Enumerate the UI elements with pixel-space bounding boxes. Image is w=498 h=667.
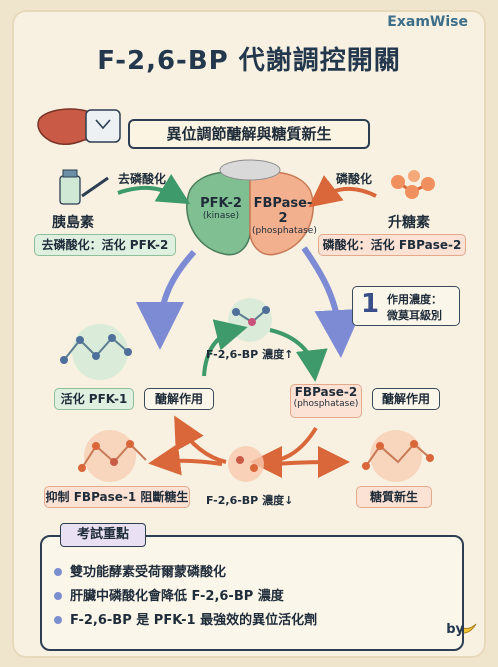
to-gluconeogenesis-arrow	[275, 446, 350, 479]
pfk2-label: PFK-2 (kinase)	[194, 196, 248, 221]
lower-cycle-arrow-right	[250, 426, 318, 478]
f26bp-low-molecule-icon	[228, 446, 264, 482]
concentration-note: 1 作用濃度： 微莫耳級別	[352, 286, 460, 326]
bullet-icon	[54, 592, 62, 600]
f26bp-molecule-icon	[228, 298, 272, 342]
upper-cycle-arrow-left	[202, 319, 248, 377]
upper-cycle-arrow-right	[269, 328, 328, 382]
insulin-effect-box: 去磷酸化：活化 PFK-2	[34, 234, 176, 256]
subtitle-box: 異位調節醣解與糖質新生	[128, 119, 370, 149]
fbpase2-lower-name: FBPase-2	[294, 385, 358, 399]
pfk2-name: PFK-2	[200, 196, 242, 211]
fbpase2-label: FBPase-2 (phosphatase)	[252, 196, 317, 236]
pfk2-to-upper-arrow	[136, 249, 197, 350]
to-inhibit-arrow	[148, 443, 223, 476]
bullet-icon	[54, 568, 62, 576]
fbpase2-name: FBPase-2	[253, 196, 313, 226]
glucagon-label: 升糖素	[388, 215, 430, 231]
bifunctional-enzyme-icon	[186, 159, 314, 256]
page-title: F-2,6-BP 代謝調控開關	[97, 46, 401, 76]
dephosphorylation-arrow	[117, 173, 191, 205]
byline: by	[446, 622, 464, 637]
glucagon-arrow-label: 磷酸化	[336, 172, 373, 186]
pfk1-molecule-icon	[60, 324, 132, 380]
fbpase1-molecule-icon	[78, 430, 147, 482]
fbpase2-lower-box: FBPase-2 (phosphatase)	[290, 384, 362, 418]
exam-item: 肝臟中磷酸化會降低 F-2,6-BP 濃度	[70, 589, 284, 604]
exam-points-title: 考試重點	[60, 523, 146, 547]
f26bp-low-label: F-2,6-BP 濃度↓	[206, 494, 294, 507]
note-line2: 微莫耳級別	[387, 309, 442, 322]
lower-cycle-arrow-left	[174, 415, 227, 464]
bullet-icon	[54, 616, 62, 624]
insulin-vial-icon	[59, 169, 109, 205]
brand-label: ExamWise	[387, 14, 468, 30]
gluconeogenesis-box: 糖質新生	[356, 486, 432, 508]
note-number: 1	[361, 289, 380, 319]
exam-points-panel	[40, 535, 464, 651]
fbpase2-lower-sub: (phosphatase)	[293, 399, 359, 409]
glucose-molecule-icon	[362, 430, 434, 482]
fbpase2-to-lower-arrow	[301, 246, 363, 358]
pfk2-sub: (kinase)	[202, 211, 240, 221]
f26bp-high-label: F-2,6-BP 濃度↑	[206, 348, 294, 361]
exam-item: 雙功能酵素受荷爾蒙磷酸化	[70, 565, 227, 580]
exam-item: F-2,6-BP 是 PFK-1 最強效的異位活化劑	[70, 613, 318, 628]
fbpase2-sub: (phosphatase)	[252, 226, 317, 236]
inhibit-fbpase1-box: 抑制 FBPase-1 阻斷糖生	[44, 486, 190, 508]
glycolysis-box-upper: 醣解作用	[144, 388, 214, 410]
insulin-label: 胰島素	[52, 215, 94, 231]
note-line1: 作用濃度：	[387, 293, 442, 306]
activate-pfk1-box: 活化 PFK-1	[54, 388, 134, 410]
liver-icon	[37, 108, 102, 145]
glucagon-molecule-icon	[391, 170, 435, 199]
switch-icon	[85, 109, 121, 143]
glycolysis-box-lower: 醣解作用	[372, 388, 440, 410]
phosphorylation-arrow	[308, 175, 377, 208]
insulin-arrow-label: 去磷酸化	[118, 172, 167, 186]
glucagon-effect-box: 磷酸化：活化 FBPase-2	[318, 234, 466, 256]
